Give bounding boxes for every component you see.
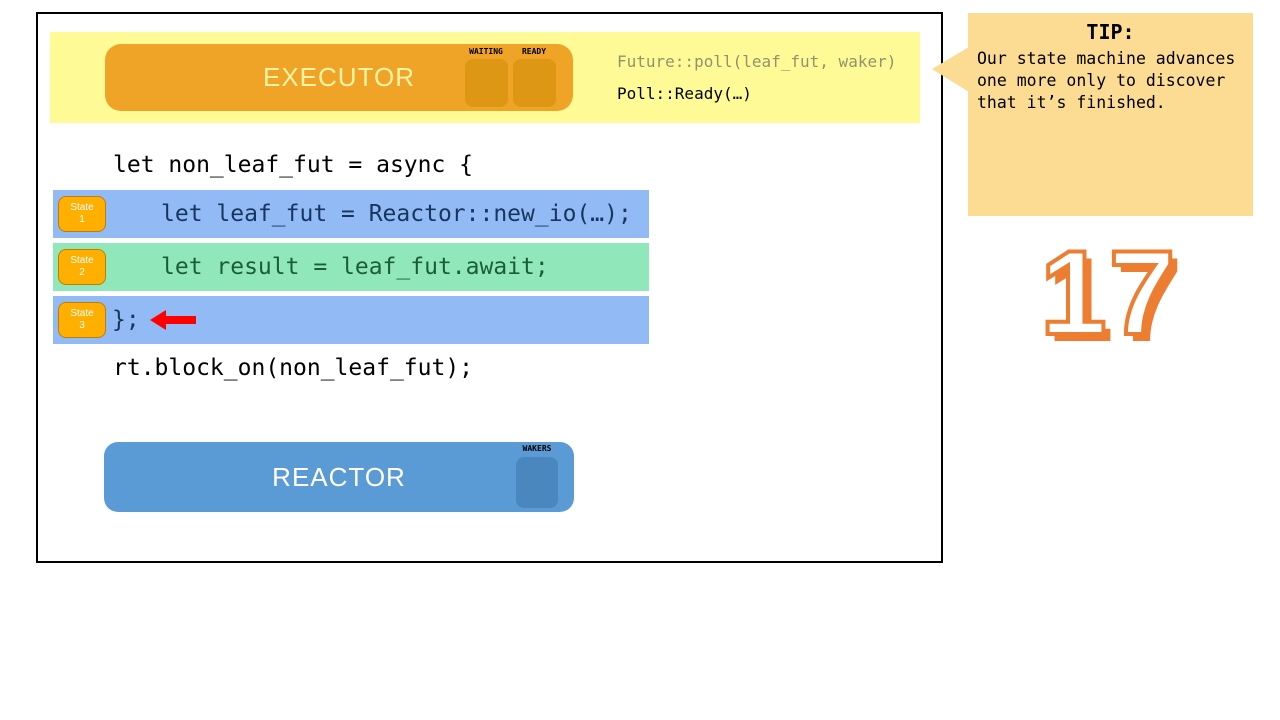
code-line-await: let result = leaf_fut.await;	[161, 254, 549, 280]
wakers-queue-slot	[516, 457, 558, 508]
executor-banner: EXECUTOR WAITING READY Future::poll(leaf…	[50, 32, 920, 123]
tip-pointer-icon	[932, 47, 969, 92]
state-2-badge: State 2	[58, 249, 106, 285]
tip-body-line: that it’s finished.	[977, 93, 1166, 112]
waiting-queue-slot	[465, 59, 508, 107]
ready-queue-slot	[513, 59, 556, 107]
executor-box: EXECUTOR WAITING READY	[105, 44, 573, 111]
state-badge-number: 1	[79, 214, 85, 225]
red-arrow-left-icon	[149, 310, 196, 330]
tip-title: TIP:	[1086, 20, 1135, 44]
tip-body-line: Our state machine advances	[977, 49, 1236, 68]
reactor-title: REACTOR	[272, 461, 406, 492]
poll-call-previous: Future::poll(leaf_fut, waker)	[617, 52, 897, 71]
slide-frame: EXECUTOR WAITING READY Future::poll(leaf…	[36, 12, 943, 563]
state-badge-label: State	[70, 255, 94, 266]
executor-title: EXECUTOR	[263, 62, 415, 92]
tip-callout: TIP: Our state machine advances one more…	[968, 13, 1253, 216]
state-badge-label: State	[70, 308, 94, 319]
state-badge-label: State	[70, 202, 94, 213]
reactor-box: REACTOR WAKERS	[104, 442, 574, 512]
code-row-state-2: State 2 let result = leaf_fut.await;	[53, 243, 649, 291]
code-line-async-open: let non_leaf_fut = async {	[113, 152, 474, 178]
ready-queue-label: READY	[521, 47, 547, 56]
state-1-badge: State 1	[58, 196, 106, 232]
poll-call-stack: Future::poll(leaf_fut, waker) Poll::Read…	[617, 52, 896, 103]
code-line-block-on: rt.block_on(non_leaf_fut);	[113, 355, 474, 381]
tip-body-line: one more only to discover	[977, 71, 1226, 90]
code-row-state-3: State 3 };	[53, 296, 649, 344]
slide-page-number: 17	[1038, 226, 1178, 360]
waiting-queue-label: WAITING	[469, 47, 503, 56]
code-row-state-1: State 1 let leaf_fut = Reactor::new_io(……	[53, 190, 649, 238]
state-3-badge: State 3	[58, 302, 106, 338]
code-line-new-io: let leaf_fut = Reactor::new_io(…);	[161, 201, 632, 227]
poll-result-current: Poll::Ready(…)	[617, 84, 752, 103]
state-badge-number: 3	[79, 320, 85, 331]
wakers-queue-label: WAKERS	[522, 444, 552, 453]
code-line-close-brace: };	[112, 307, 140, 333]
state-badge-number: 2	[79, 267, 85, 278]
